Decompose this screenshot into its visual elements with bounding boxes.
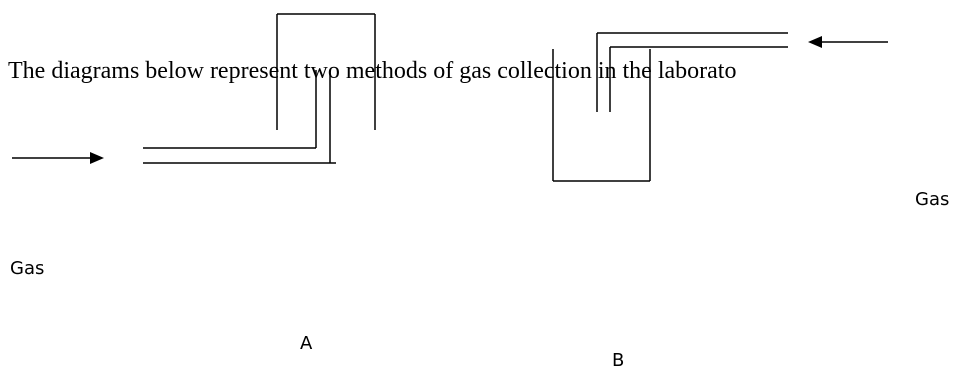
intro-text: The diagrams below represent two methods…	[8, 58, 737, 84]
apparatus-a-caption: A	[300, 333, 313, 354]
apparatus-a-jar	[276, 13, 376, 130]
apparatus-a-gas-flow-arrow	[12, 152, 104, 164]
apparatus-b	[552, 32, 888, 182]
apparatus-b-caption: B	[612, 350, 625, 371]
apparatus-a-delivery-tube	[143, 70, 336, 164]
apparatus-b-gas-flow-arrow	[808, 36, 888, 48]
apparatus-b-delivery-tube	[596, 32, 788, 112]
apparatus-a	[12, 13, 376, 164]
apparatus-b-gas-label: Gas	[915, 189, 950, 210]
apparatus-b-jar	[552, 49, 651, 182]
apparatus-a-gas-label: Gas	[10, 258, 45, 279]
